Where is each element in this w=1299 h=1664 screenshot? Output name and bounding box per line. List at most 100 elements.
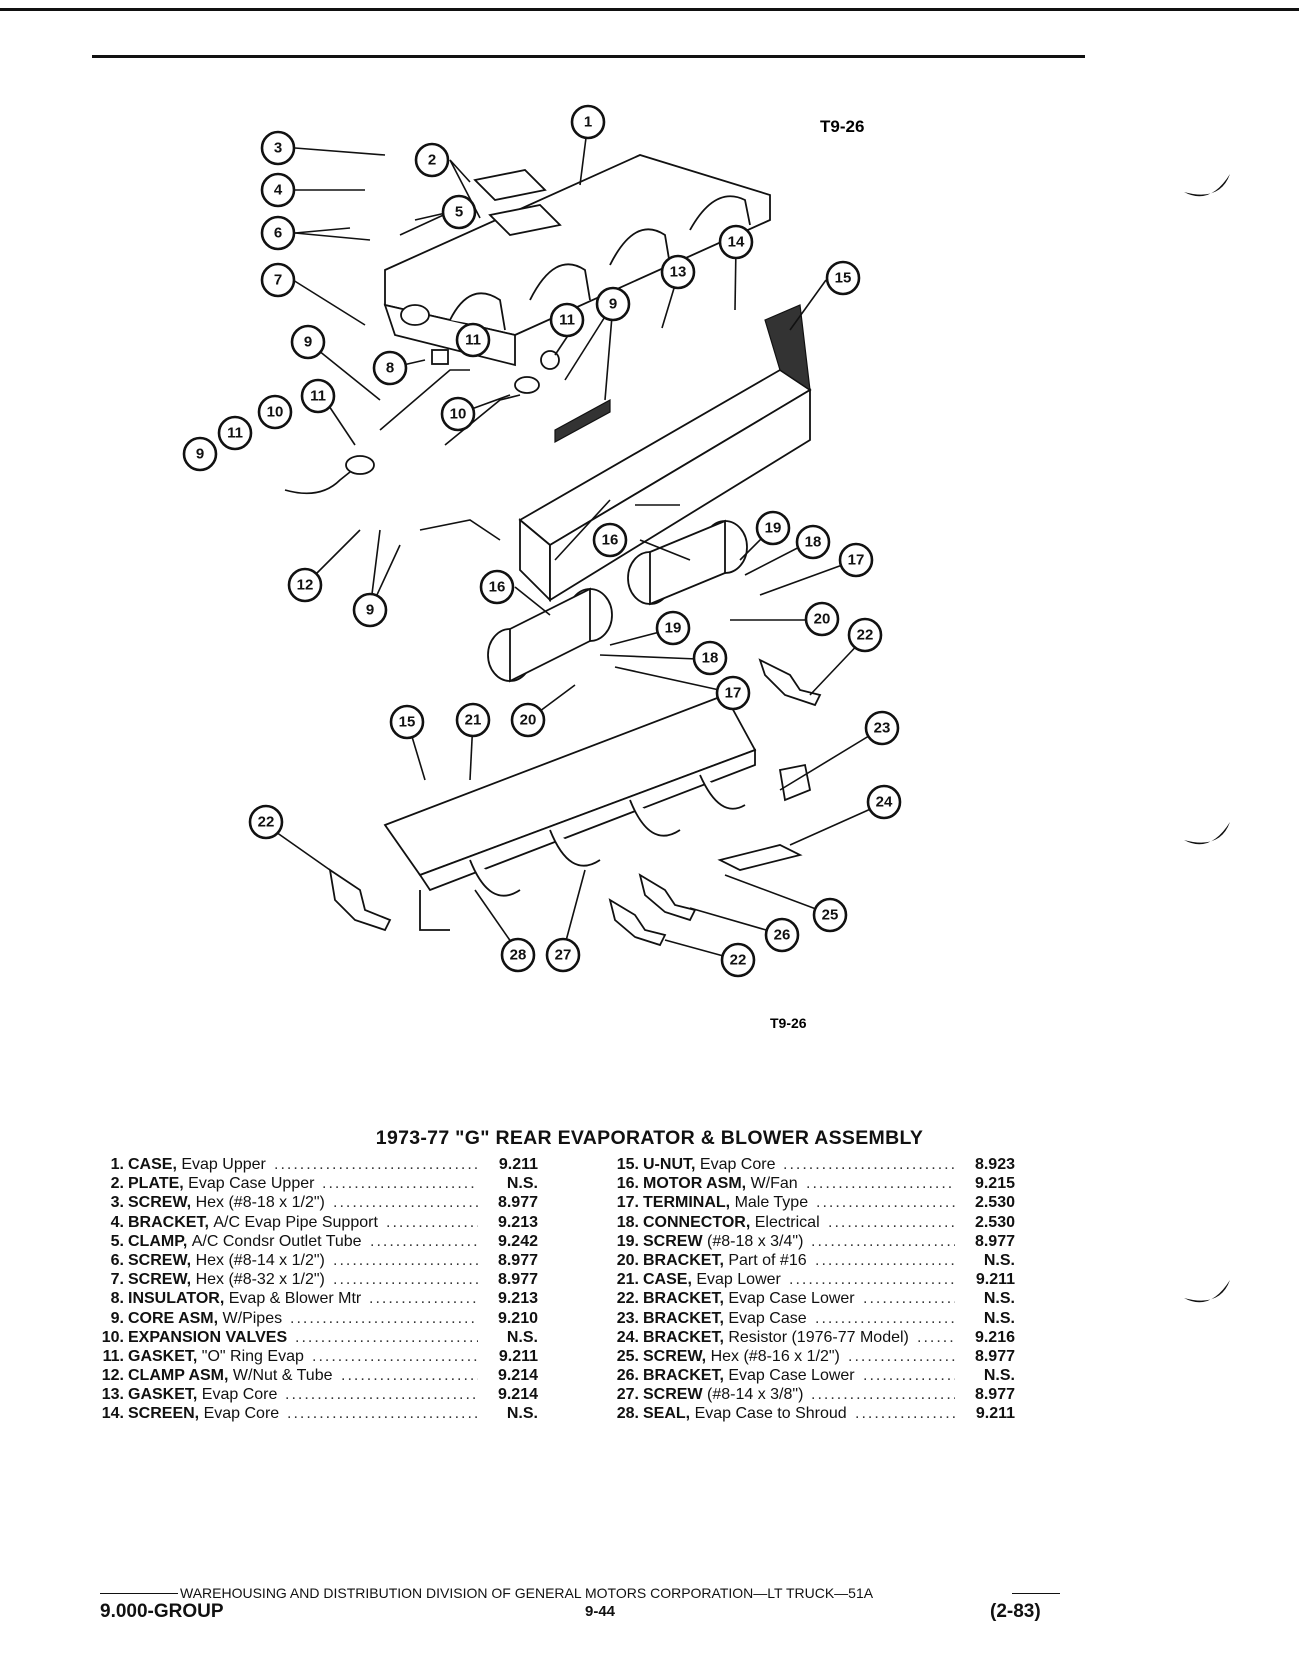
- part-name: SCREW, Hex (#8-14 x 1/2"): [128, 1251, 325, 1270]
- part-name-text: SCREW,: [128, 1194, 192, 1212]
- leader-dots: ........................................…: [333, 1251, 478, 1269]
- leader-dots: ........................................…: [815, 1309, 955, 1327]
- part-name-text: BRACKET,: [643, 1309, 724, 1327]
- part-description: Evap Case Upper: [188, 1175, 315, 1193]
- part-name-text: U-NUT,: [643, 1156, 696, 1173]
- part-number: 11.: [102, 1347, 124, 1365]
- part-row: 8.INSULATOR, Evap & Blower Mtr..........…: [88, 1289, 558, 1308]
- part-description: Evap Case Lower: [728, 1367, 855, 1385]
- svg-text:4: 4: [274, 182, 283, 199]
- leader-dots: ........................................…: [285, 1386, 478, 1404]
- part-description: (#8-18 x 3/4"): [707, 1232, 804, 1250]
- part-name: BRACKET, Part of #16: [643, 1251, 807, 1270]
- part-description: "O" Ring Evap: [201, 1347, 304, 1365]
- svg-text:10: 10: [450, 406, 467, 423]
- part-reference: 9.242: [497, 1232, 538, 1250]
- callout-20: 20: [510, 702, 546, 738]
- part-number: 6.: [110, 1251, 124, 1269]
- part-row: 5.CLAMP, A/C Condsr Outlet Tube.........…: [88, 1232, 558, 1251]
- part-number: 13.: [101, 1386, 124, 1404]
- callout-12: 12: [287, 567, 323, 603]
- callout-2: 2: [414, 142, 450, 178]
- svg-text:8: 8: [386, 360, 394, 377]
- part-number: 28.: [616, 1405, 639, 1423]
- part-name: SCREW (#8-18 x 3/4"): [643, 1232, 803, 1251]
- svg-text:27: 27: [555, 947, 572, 964]
- part-number: 22.: [616, 1290, 639, 1308]
- part-name: SCREW, Hex (#8-18 x 1/2"): [128, 1193, 325, 1212]
- part-name-text: SCREW: [643, 1232, 703, 1250]
- callout-20: 20: [804, 601, 840, 637]
- leader-dots: ........................................…: [917, 1328, 955, 1346]
- svg-text:15: 15: [399, 714, 416, 731]
- callout-15: 15: [389, 704, 425, 740]
- part-number: 12.: [101, 1367, 124, 1385]
- part-number: 17.: [616, 1194, 639, 1212]
- callout-19: 19: [755, 510, 791, 546]
- svg-text:22: 22: [730, 952, 747, 969]
- part-name-text: GASKET,: [128, 1347, 198, 1365]
- callout-11: 11: [300, 378, 336, 414]
- part-name: CLAMP ASM, W/Nut & Tube: [128, 1366, 333, 1385]
- part-number: 24.: [616, 1328, 639, 1346]
- leader-dots: ........................................…: [863, 1367, 955, 1385]
- part-row: 23.BRACKET, Evap Case...................…: [603, 1309, 1083, 1328]
- part-description: W/Pipes: [222, 1309, 283, 1327]
- svg-text:25: 25: [822, 907, 839, 924]
- part-row: 12.CLAMP ASM, W/Nut & Tube..............…: [88, 1366, 558, 1385]
- part-name: BRACKET, Evap Case Lower: [643, 1289, 855, 1308]
- part-row: 27.SCREW (#8-14 x 3/8").................…: [603, 1385, 1083, 1404]
- leader-dots: ........................................…: [783, 1156, 955, 1173]
- part-description: Electrical: [754, 1213, 820, 1231]
- parts-list-left: 1.CASE, Evap Upper......................…: [88, 1155, 558, 1424]
- part-name: CASE, Evap Lower: [643, 1270, 781, 1289]
- callout-17: 17: [838, 542, 874, 578]
- part-name: CLAMP, A/C Condsr Outlet Tube: [128, 1232, 362, 1251]
- part-reference: N.S.: [983, 1309, 1015, 1327]
- part-reference: N.S.: [983, 1290, 1015, 1308]
- part-name: SCREEN, Evap Core: [128, 1404, 279, 1423]
- svg-text:11: 11: [310, 388, 326, 405]
- svg-text:19: 19: [765, 520, 782, 537]
- svg-text:18: 18: [805, 534, 822, 551]
- part-description: Male Type: [734, 1194, 809, 1212]
- exploded-parts-diagram: 1 2 3 4 5 6 7 8 9 9 9 9 9 10 10 11 11 11…: [182, 104, 902, 1030]
- part-row: 4.BRACKET, A/C Evap Pipe Support........…: [88, 1213, 558, 1232]
- svg-text:11: 11: [465, 332, 481, 349]
- part-reference: 8.977: [497, 1194, 538, 1212]
- part-description: Part of #16: [728, 1251, 807, 1269]
- leader-dots: ........................................…: [816, 1194, 955, 1212]
- part-row: 7.SCREW, Hex (#8-32 x 1/2").............…: [88, 1270, 558, 1289]
- part-reference: 9.216: [974, 1328, 1015, 1346]
- leader-dots: ........................................…: [333, 1194, 478, 1212]
- svg-text:24: 24: [876, 794, 893, 811]
- part-row: 26.BRACKET, Evap Case Lower.............…: [603, 1366, 1083, 1385]
- callout-10: 10: [440, 396, 476, 432]
- leader-dots: ........................................…: [828, 1213, 955, 1231]
- part-reference: N.S.: [983, 1251, 1015, 1269]
- svg-text:19: 19: [665, 620, 682, 637]
- svg-text:7: 7: [274, 272, 282, 289]
- svg-text:18: 18: [702, 650, 719, 667]
- part-name-text: PLATE,: [128, 1175, 184, 1193]
- part-name: MOTOR ASM, W/Fan: [643, 1174, 798, 1193]
- pipes-drawing: [284, 349, 560, 541]
- part-row: 9.CORE ASM, W/Pipes.....................…: [88, 1309, 558, 1328]
- brackets-drawing: [328, 658, 822, 947]
- part-reference: 8.977: [497, 1271, 538, 1289]
- part-number: 2.: [110, 1175, 124, 1193]
- part-name-text: CASE,: [643, 1271, 692, 1289]
- part-row: 15.U-NUT, Evap Core.....................…: [603, 1155, 1083, 1174]
- part-row: 6.SCREW, Hex (#8-14 x 1/2").............…: [88, 1251, 558, 1270]
- callout-14: 14: [718, 224, 754, 260]
- part-name: SEAL, Evap Case to Shroud: [643, 1404, 847, 1423]
- part-reference: 8.977: [974, 1386, 1015, 1404]
- svg-text:26: 26: [774, 927, 791, 944]
- part-name-text: INSULATOR,: [128, 1290, 225, 1308]
- leader-dots: ........................................…: [322, 1175, 478, 1193]
- part-reference: N.S.: [506, 1328, 538, 1346]
- part-number: 27.: [616, 1386, 639, 1404]
- svg-text:20: 20: [814, 611, 831, 628]
- part-name-text: EXPANSION VALVES: [128, 1328, 288, 1346]
- part-number: 9.: [110, 1309, 124, 1327]
